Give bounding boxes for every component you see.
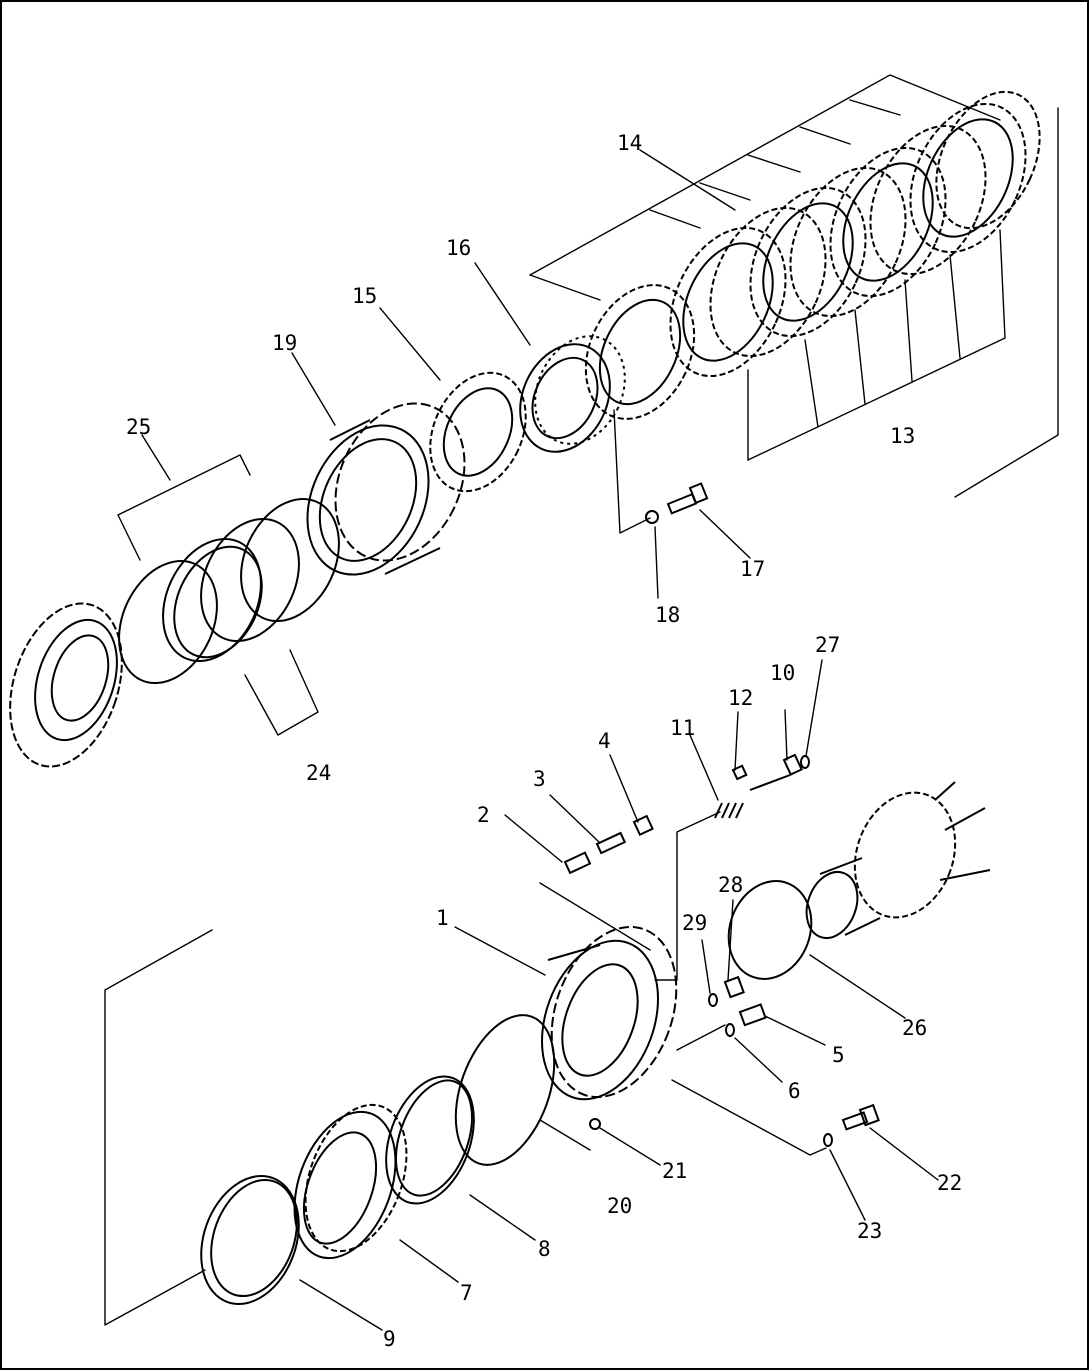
shaft-flange-assembly xyxy=(727,781,991,980)
label-part-2: 2 xyxy=(477,803,490,827)
label-part-28: 28 xyxy=(718,873,743,897)
label-part-16: 16 xyxy=(446,236,471,260)
label-part-17: 17 xyxy=(740,557,765,581)
part-labels: 1 2 3 4 5 6 7 8 9 10 11 12 13 14 15 16 1… xyxy=(126,131,962,1351)
label-part-11: 11 xyxy=(670,716,695,740)
small-fittings xyxy=(563,753,810,875)
label-part-22: 22 xyxy=(937,1171,962,1195)
label-part-7: 7 xyxy=(460,1281,473,1305)
clutch-disc-stack xyxy=(669,90,1041,378)
label-part-23: 23 xyxy=(857,1219,882,1243)
piston-housing xyxy=(306,402,466,576)
label-part-20: 20 xyxy=(607,1194,632,1218)
seal-ring-group xyxy=(118,497,340,685)
label-part-24: 24 xyxy=(306,761,331,785)
bolt-washer-21-22-23 xyxy=(589,1103,880,1147)
label-part-26: 26 xyxy=(902,1016,927,1040)
label-part-29: 29 xyxy=(682,911,707,935)
label-part-13: 13 xyxy=(890,424,915,448)
piston-ring-group xyxy=(200,1014,556,1305)
label-part-1: 1 xyxy=(436,906,449,930)
label-part-21: 21 xyxy=(662,1159,687,1183)
toothed-disc xyxy=(429,371,527,493)
label-part-15: 15 xyxy=(352,284,377,308)
label-part-12: 12 xyxy=(728,686,753,710)
group-brackets xyxy=(104,74,1059,1326)
label-part-25: 25 xyxy=(126,415,151,439)
bolt-washer-17-18 xyxy=(645,482,709,524)
label-part-9: 9 xyxy=(383,1327,396,1351)
label-part-3: 3 xyxy=(533,767,546,791)
side-fittings xyxy=(708,975,767,1037)
end-plate xyxy=(584,284,696,420)
label-part-4: 4 xyxy=(598,729,611,753)
label-part-14: 14 xyxy=(617,131,642,155)
leader-lines xyxy=(141,149,939,1331)
label-part-6: 6 xyxy=(788,1079,801,1103)
main-housing xyxy=(541,925,678,1101)
hub-part xyxy=(519,335,626,453)
back-plate xyxy=(9,602,123,768)
label-part-19: 19 xyxy=(272,331,297,355)
label-part-27: 27 xyxy=(815,633,840,657)
label-part-8: 8 xyxy=(538,1237,551,1261)
label-part-5: 5 xyxy=(832,1043,845,1067)
label-part-10: 10 xyxy=(770,661,795,685)
label-part-18: 18 xyxy=(655,603,680,627)
